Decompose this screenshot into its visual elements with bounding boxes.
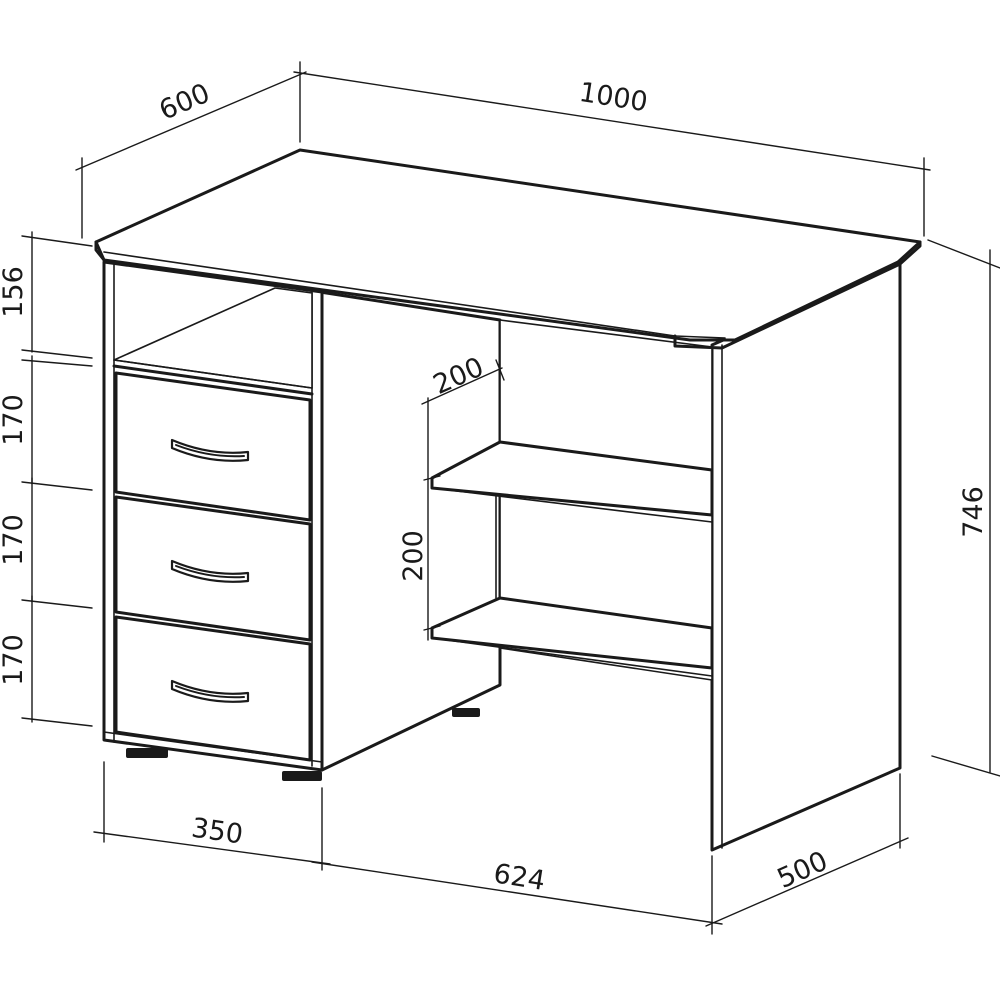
upper-shelf-front-edge [431,487,713,523]
pedestal-foot-right [282,771,322,781]
label-shelf-spacing: 200 [398,530,429,582]
tabletop [94,148,922,342]
dim-line-depth [75,71,307,171]
drawer-3 [114,615,312,762]
dimension-labels: 600 1000 746 156 170 170 170 200 200 350… [0,77,989,897]
label-pedestal-top-gap: 156 [0,266,29,318]
dim-line-350 [93,831,331,865]
dim-line-width [293,71,931,171]
label-overall-height: 746 [958,486,989,538]
drawer-2 [114,495,312,642]
label-knee-space-width: 624 [491,858,547,897]
top-compartment-floor-edge [112,364,314,396]
label-overall-depth: 600 [155,78,215,127]
ext-left-2 [21,349,93,359]
dim-line-624 [311,861,723,925]
dimension-lines [21,61,1000,935]
ext-shelf-upper [423,475,441,481]
ext-left-6 [21,717,93,727]
ext-height-top [927,239,1000,269]
upper-shelf [430,440,714,517]
ext-left-1 [21,235,93,247]
tabletop-thickness [673,240,922,350]
drawer-2-handle-icon [170,559,250,583]
label-side-panel-depth: 500 [773,846,833,895]
pedestal-foot-left [126,748,168,758]
drawer-1-handle-icon [170,438,250,462]
dim-line-shelf-depth [421,367,503,405]
ext-shelf-depth-right [495,359,505,381]
drawer-1 [114,371,312,522]
desk-body [94,148,922,852]
pedestal-foot-back [452,708,480,717]
right-side-panel [710,260,902,852]
ext-shelf-lower [423,625,441,631]
label-overall-width: 1000 [577,77,650,118]
lower-shelf-front-edge [431,637,713,677]
lower-shelf [430,596,714,670]
tabletop-corner [94,240,106,262]
ext-height-bottom [931,755,1000,777]
label-drawer-2-height: 170 [0,514,29,566]
ext-left-4 [21,481,93,491]
drawer-3-handle-icon [170,679,250,703]
ext-left-3 [21,359,93,367]
label-drawer-3-height: 170 [0,634,29,686]
label-drawer-1-height: 170 [0,394,29,446]
label-pedestal-width: 350 [190,813,245,851]
top-compartment-floor [113,359,313,389]
dim-line-500 [705,837,909,927]
ext-left-5 [21,599,93,609]
